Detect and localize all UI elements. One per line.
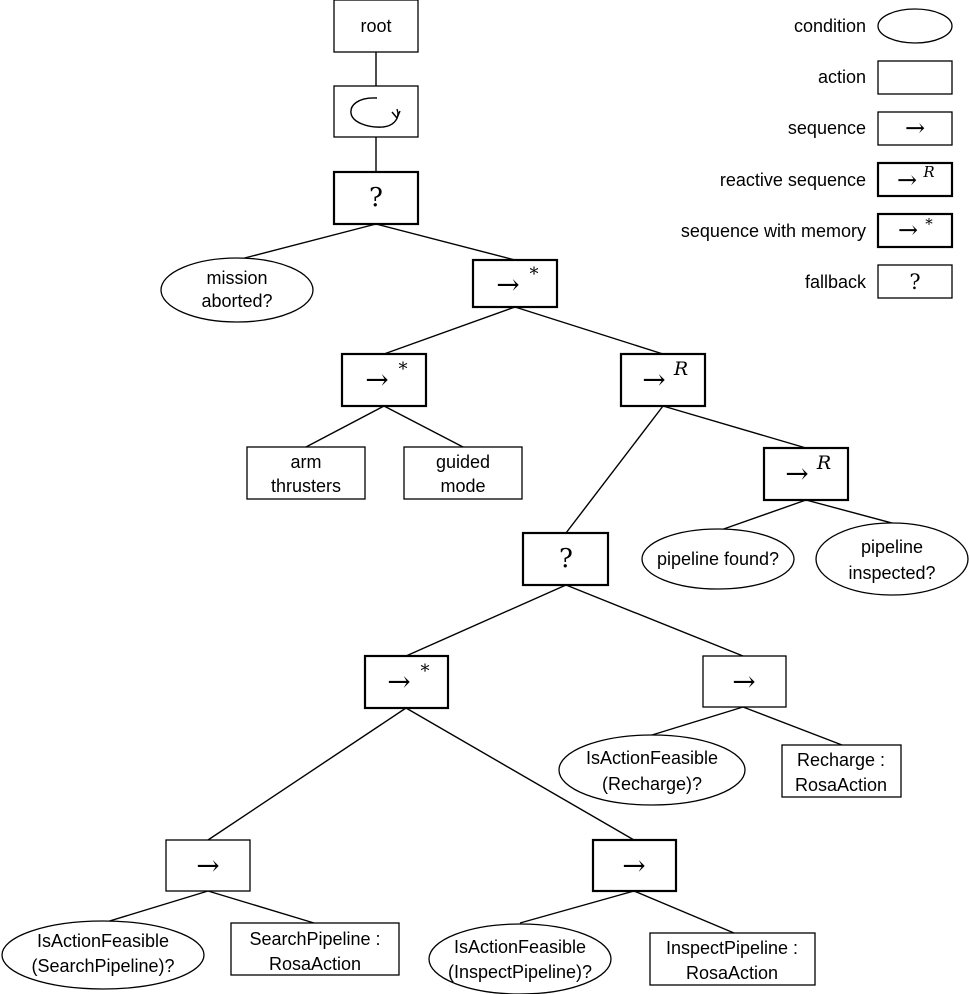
condition-isfeasible-recharge: IsActionFeasible (Recharge)? xyxy=(558,734,746,806)
legend-memory-sequence-shape xyxy=(876,212,954,249)
action-label-line1: InspectPipeline : xyxy=(666,938,798,958)
root-node: root xyxy=(333,0,419,53)
reactive-sequence-node-pipeline: → R xyxy=(762,446,850,502)
legend-item-fallback: fallback ? xyxy=(805,264,953,299)
condition-label-line1: IsActionFeasible xyxy=(37,931,169,951)
reactive-marker: R xyxy=(816,452,831,474)
reactive-sequence-node-main: → R xyxy=(619,352,707,408)
condition-label-line2: (InspectPipeline)? xyxy=(448,962,592,982)
action-label-line1: Recharge : xyxy=(797,750,885,770)
sequence-node-search: → xyxy=(165,839,251,892)
sequence-arrow: → xyxy=(897,166,917,194)
memory-marker: * xyxy=(421,661,430,682)
legend-condition-shape xyxy=(877,8,953,44)
memory-marker: * xyxy=(399,359,408,380)
condition-isfeasible-search: IsActionFeasible (SearchPipeline)? xyxy=(1,920,205,990)
legend-action-shape xyxy=(877,60,953,95)
legend-label: action xyxy=(818,67,866,87)
fallback-symbol: ? xyxy=(369,183,383,213)
condition-mission-aborted: mission aborted? xyxy=(160,257,314,323)
fallback-symbol: ? xyxy=(559,544,573,574)
sequence-arrow: → xyxy=(622,849,645,882)
legend-item-reactive-sequence: reactive sequence → R xyxy=(720,161,954,198)
action-label-line2: RosaAction xyxy=(686,963,778,983)
legend-item-sequence: sequence → xyxy=(788,111,953,146)
action-search-pipeline: SearchPipeline : RosaAction xyxy=(230,922,400,976)
legend-sequence-shape xyxy=(877,111,953,146)
condition-pipeline-found: pipeline found? xyxy=(641,528,795,590)
condition-label-line1: pipeline xyxy=(861,537,923,557)
legend-label: condition xyxy=(794,16,866,36)
action-label-line2: RosaAction xyxy=(269,954,361,974)
fallback-symbol: ? xyxy=(909,270,920,294)
sequence-node-recharge: → xyxy=(702,655,787,708)
legend: condition action sequence → reactive seq… xyxy=(681,8,954,299)
action-label-line2: mode xyxy=(440,476,485,496)
action-label-line1: SearchPipeline : xyxy=(249,929,380,949)
memory-marker: * xyxy=(925,215,933,233)
sequence-arrow: → xyxy=(785,457,808,490)
action-label-line2: thrusters xyxy=(271,476,341,496)
legend-label: sequence with memory xyxy=(681,221,866,241)
loop-arrow-icon xyxy=(350,97,401,128)
fallback-node-top: ? xyxy=(332,170,420,226)
memory-sequence-node-main: → * xyxy=(471,258,559,309)
fallback-node-tasks: ? xyxy=(521,531,610,587)
legend-reactive-sequence-shape xyxy=(876,161,954,198)
action-label-line1: guided xyxy=(436,452,490,472)
sequence-arrow: → xyxy=(496,268,519,301)
legend-label: fallback xyxy=(805,272,867,292)
legend-label: sequence xyxy=(788,118,866,138)
tree-edges xyxy=(102,52,893,934)
memory-sequence-node-tasks: → * xyxy=(363,654,450,710)
condition-label: pipeline found? xyxy=(657,549,779,569)
reactive-marker: R xyxy=(673,358,688,380)
memory-marker: * xyxy=(530,264,539,285)
sequence-arrow: → xyxy=(196,849,219,882)
sequence-arrow: → xyxy=(365,363,388,396)
sequence-arrow: → xyxy=(905,114,925,142)
legend-label: reactive sequence xyxy=(720,170,866,190)
legend-item-action: action xyxy=(818,60,953,95)
action-recharge: Recharge : RosaAction xyxy=(781,744,902,798)
action-arm-thrusters: arm thrusters xyxy=(246,446,366,500)
condition-label-line2: (Recharge)? xyxy=(602,774,702,794)
condition-label-line2: inspected? xyxy=(848,563,935,583)
sequence-arrow: → xyxy=(642,363,665,396)
condition-isfeasible-inspect: IsActionFeasible (InspectPipeline)? xyxy=(428,923,612,994)
condition-label-line1: mission xyxy=(206,268,267,288)
action-inspect-pipeline: InspectPipeline : RosaAction xyxy=(649,932,816,986)
memory-sequence-node-setup: → * xyxy=(340,352,428,408)
condition-label-line1: IsActionFeasible xyxy=(586,748,718,768)
sequence-arrow: → xyxy=(732,665,755,698)
root-label: root xyxy=(360,16,391,36)
repeat-node xyxy=(333,85,419,138)
sequence-arrow: → xyxy=(898,216,918,244)
condition-label-line2: aborted? xyxy=(201,291,272,311)
legend-item-sequence-with-memory: sequence with memory → * xyxy=(681,212,954,249)
legend-item-condition: condition xyxy=(794,8,953,44)
action-guided-mode: guided mode xyxy=(403,446,523,500)
condition-pipeline-inspected: pipeline inspected? xyxy=(815,522,969,596)
action-label-line2: RosaAction xyxy=(795,775,887,795)
action-label-line1: arm xyxy=(291,452,322,472)
condition-label-line2: (SearchPipeline)? xyxy=(31,956,174,976)
legend-fallback-shape xyxy=(877,264,953,299)
reactive-marker: R xyxy=(922,163,934,181)
sequence-node-inspect: → xyxy=(591,838,678,893)
sequence-arrow: → xyxy=(387,665,410,698)
condition-label-line1: IsActionFeasible xyxy=(454,937,586,957)
